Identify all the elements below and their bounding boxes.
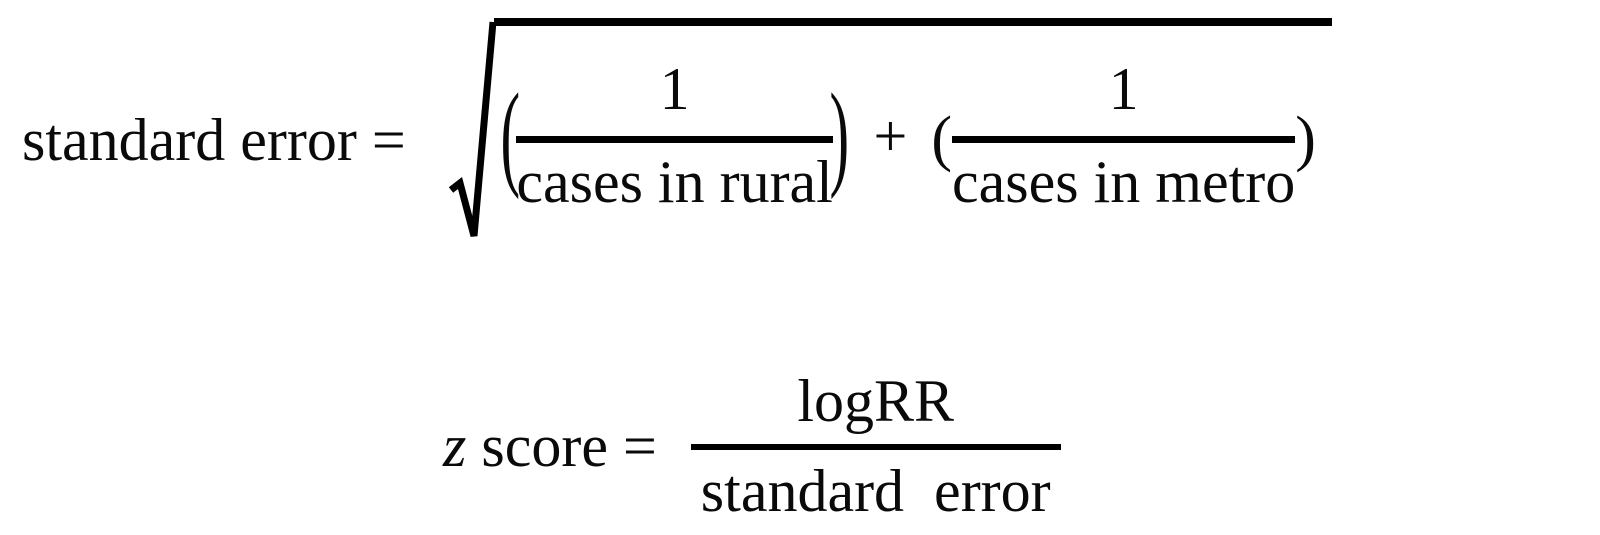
square-root-expression: ( 1 cases in rural ) + ( 1 cases in metr…: [448, 18, 1332, 244]
fraction-bar: [690, 444, 1061, 450]
fraction-bar: [952, 136, 1296, 143]
fraction-term2: 1 cases in metro: [952, 56, 1296, 215]
fraction-bar: [516, 136, 833, 143]
standard-error-lhs: standard error =: [22, 107, 406, 173]
radicand: ( 1 cases in rural ) + ( 1 cases in metr…: [493, 18, 1332, 215]
z-numerator: logRR: [797, 368, 955, 434]
z-variable: z: [443, 413, 467, 479]
z-score-lhs: z score =: [443, 410, 657, 482]
term1-denominator: cases in rural: [516, 149, 833, 215]
equation-z-score: z score = logRR standard error: [443, 368, 1061, 524]
term2-close-paren: ): [1295, 104, 1316, 173]
term2-numerator: 1: [1108, 56, 1139, 122]
z-denominator: standard error: [700, 458, 1051, 524]
term1-close-paren: ): [829, 70, 849, 201]
square-root-radical-icon: [448, 21, 496, 237]
term1-open-paren: (: [500, 70, 520, 201]
fraction-z-score: logRR standard error: [690, 368, 1061, 524]
term2-denominator: cases in metro: [952, 149, 1296, 215]
fraction-term1: 1 cases in rural: [516, 56, 833, 215]
term2-open-paren: (: [931, 104, 953, 173]
z-score-lhs-rest: score =: [466, 413, 657, 479]
equation-standard-error: standard error = ( 1 cases in rural ) + …: [22, 18, 1332, 244]
term1-numerator: 1: [659, 56, 690, 122]
plus-operator: +: [873, 102, 908, 169]
